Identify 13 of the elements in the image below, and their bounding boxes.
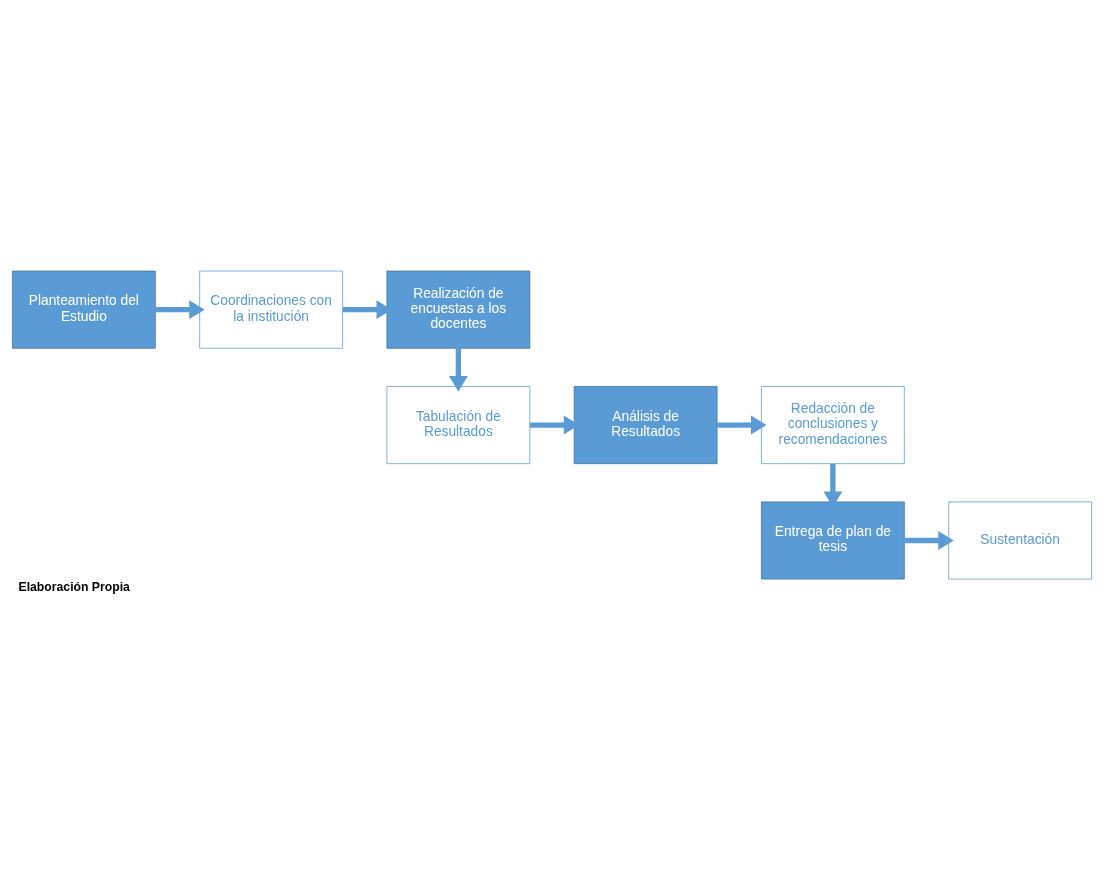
caption: Elaboración Propia [18, 580, 130, 595]
arrow [155, 300, 205, 320]
node-box: Entrega de plan de tesis [761, 501, 905, 580]
arrow [904, 531, 954, 550]
node-box: Análisis de Resultados [573, 386, 718, 465]
node-box: Tabulación de Resultados [386, 386, 531, 465]
node-box: Sustentación [948, 501, 1092, 580]
node-box: Coordinaciones con la institución [199, 270, 343, 349]
arrow [717, 415, 767, 435]
node-box: Planteamiento del Estudio [12, 270, 156, 349]
arrow [448, 348, 468, 392]
node-box: Realización de encuestas a los docentes [386, 270, 531, 349]
node-box: Redacción de conclusiones y recomendaciones [761, 386, 905, 465]
